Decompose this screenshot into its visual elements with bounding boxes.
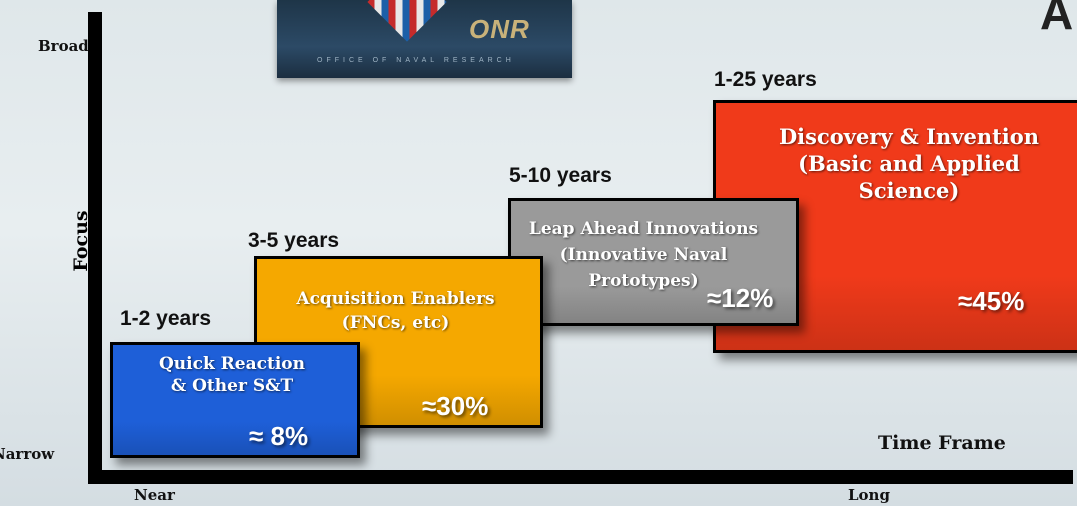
box-discovery-line1: Discovery & Invention (778, 124, 1040, 149)
x-axis (88, 470, 1073, 484)
box-acquisition-line2: (FNCs, etc) (341, 313, 450, 333)
box-quick-percent: ≈ 8% (249, 421, 309, 451)
box-quick-line2: & Other S&T (170, 376, 294, 396)
onr-subtitle: OFFICE OF NAVAL RESEARCH (317, 57, 515, 64)
y-axis-top-label: Broad (38, 37, 89, 55)
onr-banner: ONR OFFICE OF NAVAL RESEARCH (277, 0, 572, 78)
box-acquisition-line1: Acquisition Enablers (296, 289, 495, 309)
onr-emblem-icon (367, 0, 447, 42)
box-acquisition-percent: ≈30% (422, 391, 489, 421)
onr-logo-text: ONR (469, 14, 530, 44)
corner-letter: A (1040, 0, 1074, 39)
box-leap-percent: ≈12% (707, 283, 774, 313)
box-leap-line2: (Innovative Naval (559, 245, 728, 265)
box-acquisition-years: 3-5 years (248, 229, 340, 252)
x-axis-title: Time Frame (878, 432, 1006, 454)
box-discovery-line2: (Basic and Applied (798, 151, 1020, 176)
x-axis-right-label: Long (848, 486, 890, 504)
box-leap: Leap Ahead Innovations (Innovative Naval… (508, 198, 799, 326)
box-quick-years: 1-2 years (120, 307, 212, 330)
box-leap-years: 5-10 years (509, 164, 612, 187)
y-axis (88, 12, 102, 482)
box-quick-line1: Quick Reaction (159, 354, 305, 374)
x-axis-left-label: Near (134, 486, 175, 504)
box-quick: Quick Reaction & Other S&T ≈ 8% (110, 342, 360, 458)
y-axis-bottom-label: Narrow (0, 445, 55, 463)
box-discovery-years: 1-25 years (714, 68, 817, 91)
box-leap-line3: Prototypes) (588, 271, 699, 291)
box-discovery-percent: ≈45% (958, 286, 1025, 316)
box-leap-line1: Leap Ahead Innovations (528, 219, 759, 239)
box-discovery-line3: Science) (858, 178, 960, 203)
y-axis-title: Focus (70, 210, 92, 272)
